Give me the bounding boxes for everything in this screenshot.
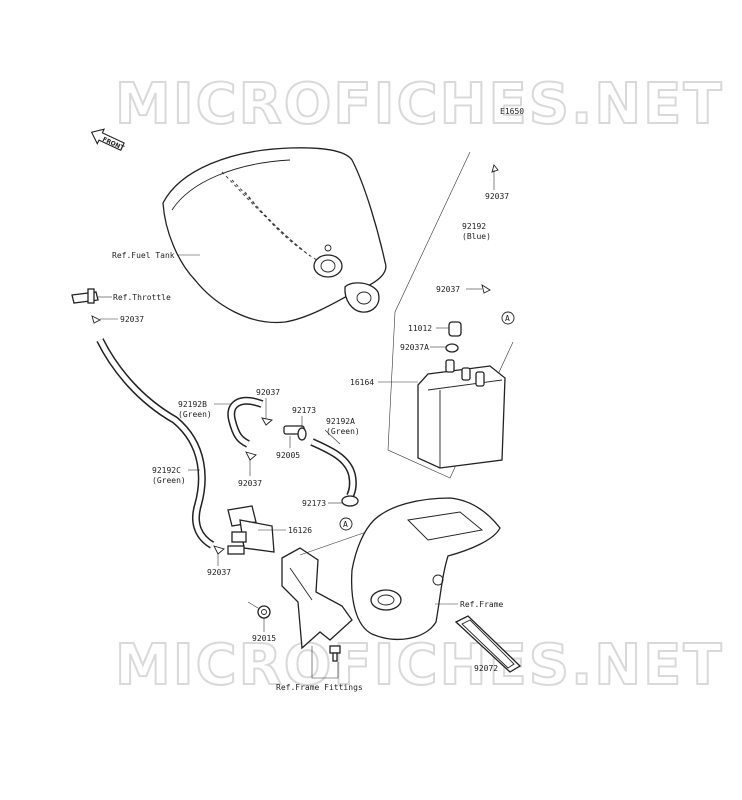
diagram-code: E1650	[500, 107, 524, 116]
frame	[350, 497, 501, 640]
label-92037-d: 92037	[207, 568, 231, 577]
label-92192B-color: (Green)	[178, 410, 212, 419]
label-92173-b: 92173	[302, 499, 326, 508]
label-92192C: 92192C	[152, 466, 181, 475]
label-ref-throttle: Ref.Throttle	[113, 293, 171, 302]
label-16164: 16164	[350, 378, 374, 387]
label-92015: 92015	[252, 634, 276, 643]
label-16126: 16126	[288, 526, 312, 535]
callout-a-bottom	[339, 517, 353, 531]
label-92192: 92192	[462, 222, 486, 231]
canister	[417, 359, 506, 469]
label-92037-mid: 92037	[436, 285, 460, 294]
callout-a-top-letter: A	[505, 314, 510, 323]
fuel-tank	[162, 147, 387, 324]
callout-a-top	[501, 311, 515, 325]
label-92192B: 92192B	[178, 400, 207, 409]
label-92173-a: 92173	[292, 406, 316, 415]
label-92192C-color: (Green)	[152, 476, 186, 485]
label-92192A: 92192A	[326, 417, 355, 426]
label-ref-frame: Ref.Frame	[460, 600, 504, 609]
pad	[454, 615, 522, 673]
bolt	[329, 645, 341, 662]
label-92037-left: 92037	[120, 315, 144, 324]
label-92037-top: 92037	[485, 192, 509, 201]
watermark-bottom: MICROFICHES.NET	[115, 633, 724, 698]
label-92192A-color: (Green)	[326, 427, 360, 436]
label-ref-fuel-tank: Ref.Fuel Tank	[112, 251, 175, 260]
label-92072: 92072	[474, 664, 498, 673]
bracket	[281, 547, 353, 650]
label-11012: 11012	[408, 324, 432, 333]
throttle-fitting	[71, 288, 99, 304]
label-ref-frame-fittings: Ref.Frame Fittings	[276, 683, 363, 692]
label-92037A: 92037A	[400, 343, 429, 352]
watermark-top: MICROFICHES.NET	[115, 72, 724, 137]
label-92037-b: 92037	[256, 388, 280, 397]
solenoid-valve	[227, 505, 275, 555]
label-92192-color: (Blue)	[462, 232, 491, 241]
callout-a-bottom-letter: A	[343, 520, 348, 529]
label-92005: 92005	[276, 451, 300, 460]
label-92037-c: 92037	[238, 479, 262, 488]
